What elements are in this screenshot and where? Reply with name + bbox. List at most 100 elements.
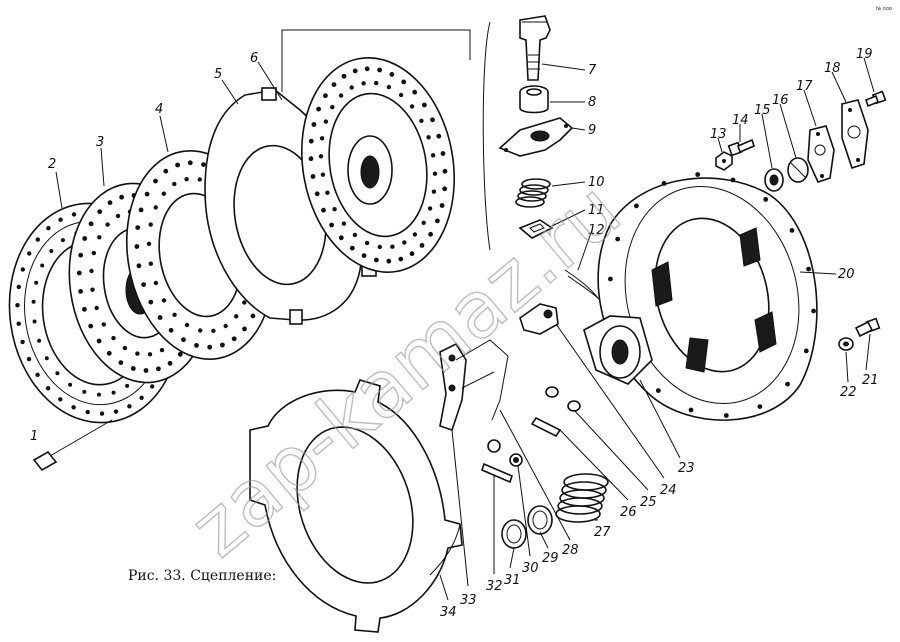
label-12: 12 [588, 223, 605, 238]
rim-hole [427, 206, 433, 211]
part-washer-22 [838, 337, 854, 351]
rim-hole [96, 338, 102, 344]
part-bolt-19 [865, 90, 887, 108]
rim-hole [113, 409, 119, 414]
rim-hole [310, 174, 316, 179]
rim-hole [58, 217, 63, 222]
rim-hole [26, 356, 32, 362]
label-32: 32 [486, 579, 503, 594]
part-pin-26 [530, 416, 562, 438]
rim-hole [44, 356, 49, 361]
label-28: 28 [562, 543, 579, 558]
rim-hole [97, 392, 101, 397]
rim-hole [16, 284, 21, 290]
rim-hole [338, 235, 344, 241]
rim-hole [730, 177, 736, 183]
rim-hole [58, 397, 63, 402]
part-washer-11 [518, 219, 554, 239]
rim-hole [153, 205, 158, 210]
label-34: 34 [440, 605, 457, 620]
rim-hole [91, 250, 97, 256]
rim-hole [163, 168, 169, 174]
rim-hole [187, 160, 193, 166]
part-wire-12 [564, 269, 601, 301]
rim-hole [78, 252, 84, 258]
rim-hole [161, 191, 166, 196]
rim-hole [321, 207, 326, 213]
rim-hole [172, 181, 177, 187]
rim-hole [661, 181, 667, 186]
rim-hole [374, 257, 379, 263]
rim-hole [386, 258, 392, 264]
rim-hole [172, 312, 177, 317]
rim-hole [122, 345, 128, 351]
rim-hole [364, 240, 370, 246]
rim-hole [97, 209, 103, 215]
rim-hole [412, 232, 418, 237]
label-27: 27 [594, 525, 611, 540]
rim-hole [46, 226, 51, 231]
rim-hole [34, 280, 39, 285]
rim-hole [439, 203, 445, 208]
label-25: 25 [640, 495, 657, 510]
rim-hole [234, 314, 239, 319]
rim-hole [201, 162, 206, 168]
label-17: 17 [796, 79, 813, 94]
rim-hole [377, 67, 382, 73]
label-29: 29 [542, 551, 559, 566]
rim-hole [197, 177, 202, 182]
rim-hole [389, 72, 395, 77]
rim-hole [35, 237, 40, 242]
part-spring-10 [515, 178, 551, 208]
rim-hole [35, 372, 40, 377]
rim-hole [435, 218, 440, 224]
rim-hole [325, 190, 330, 195]
rim-hole [118, 360, 124, 365]
label-13: 13 [710, 127, 727, 142]
part-nut-13 [715, 151, 733, 171]
rim-hole [138, 207, 144, 213]
rim-hole [60, 238, 65, 243]
part-spring-clip-16 [787, 157, 809, 183]
rim-hole [242, 326, 247, 332]
part-bushing-15 [764, 168, 784, 192]
rim-hole [111, 335, 116, 341]
label-15: 15 [754, 103, 771, 118]
rim-hole [177, 351, 183, 357]
rim-hole [695, 172, 701, 177]
label-4: 4 [155, 102, 163, 117]
label-7: 7 [588, 63, 597, 78]
leader-lines [55, 57, 875, 601]
rim-hole [242, 300, 247, 305]
rim-hole [421, 220, 426, 225]
label-30: 30 [522, 561, 539, 576]
rim-hole [211, 328, 216, 333]
rim-hole [68, 382, 73, 387]
part-labels: 1 2 3 4 5 6 7 8 9 10 11 12 13 14 15 16 1… [30, 47, 879, 620]
rim-hole [806, 266, 811, 272]
rim-hole [184, 177, 189, 182]
rim-hole [111, 390, 116, 395]
rim-hole [655, 388, 661, 393]
rim-hole [352, 232, 358, 238]
rim-hole [147, 352, 153, 357]
rim-hole [231, 336, 237, 342]
part-screw-1 [32, 419, 113, 472]
rim-hole [15, 303, 20, 308]
label-9: 9 [588, 123, 596, 138]
label-19: 19 [856, 47, 873, 62]
part-release-bearing [583, 315, 653, 385]
rim-hole [374, 80, 379, 86]
rim-hole [377, 244, 382, 250]
rim-hole [194, 343, 199, 348]
rim-hole [318, 154, 324, 159]
label-33: 33 [460, 593, 477, 608]
rim-hole [431, 189, 437, 194]
rim-hole [723, 413, 729, 418]
rim-hole [101, 322, 107, 327]
rim-hole [386, 84, 392, 90]
rim-hole [153, 280, 159, 286]
rim-hole [71, 212, 77, 217]
rim-hole [398, 92, 404, 98]
